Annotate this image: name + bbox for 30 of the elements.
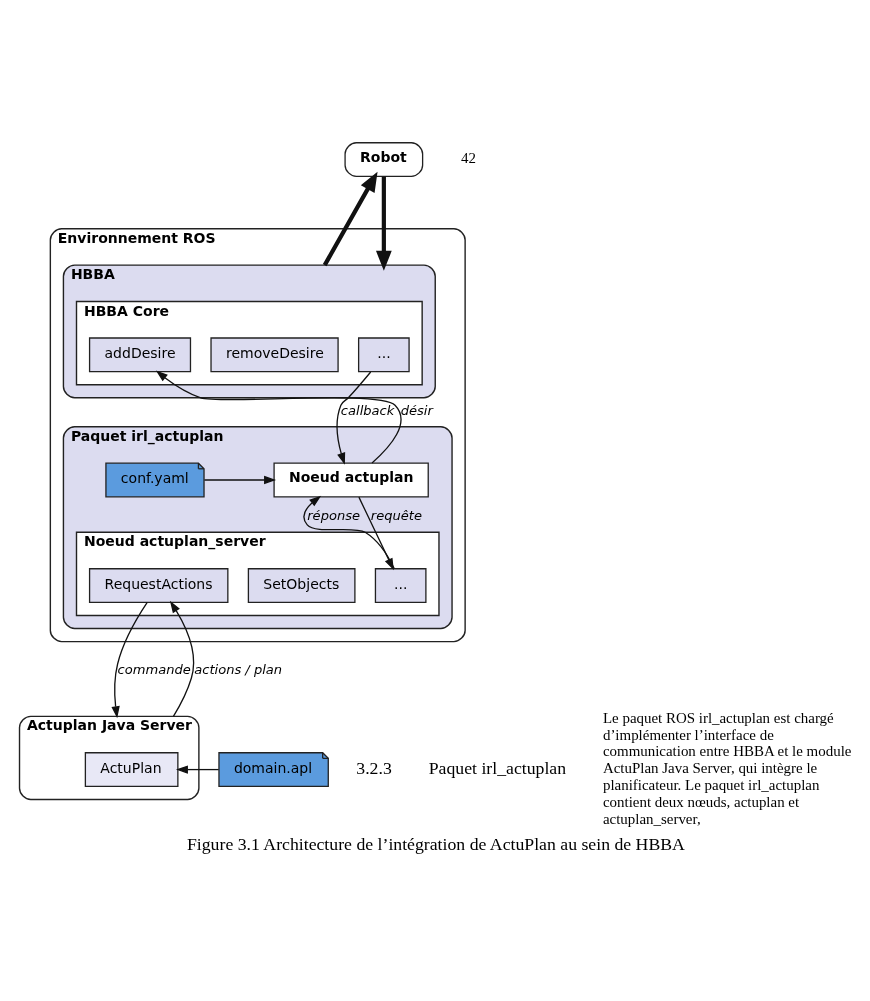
edge-label: désir [400, 402, 433, 418]
label: Paquet irl_actuplan [428, 757, 567, 778]
node-box: ... [357, 336, 410, 372]
arrow [336, 370, 372, 465]
arrow [155, 370, 402, 464]
arrow [376, 176, 392, 271]
label: 3.2.3 [356, 757, 392, 778]
arrow [303, 495, 395, 569]
node-box: ... [374, 567, 427, 603]
arrow [322, 171, 378, 266]
node-box: SetObjects [247, 567, 356, 603]
label: Le paquet ROS irl_actuplan est chargé d’implémenter l’interface de communication entre HBBA et le module ActuPlan Java Server, qui intègre le planificateur. Le paquet irl_actuplan contient deux nœuds, actuplan et actuplan_server, [602, 709, 852, 827]
node-box: addDesire [88, 336, 192, 372]
edge-label: callback [340, 402, 395, 418]
node-box: Robot [344, 141, 424, 177]
edge-label: commande [117, 661, 191, 677]
node-box: removeDesire [210, 336, 339, 372]
arrow [169, 600, 195, 717]
arrow [203, 475, 277, 484]
edge-label: actions / plan [194, 661, 283, 677]
label: 42 [460, 149, 476, 166]
node-box: ActuPlan [84, 751, 179, 787]
arrow [175, 764, 220, 774]
node-box: RequestActions [88, 567, 229, 603]
arrow [111, 601, 148, 718]
node-box: Noeud actuplan [273, 462, 429, 497]
edge-label: réponse [307, 507, 361, 523]
caption: Figure 3.1 Architecture de l’intégration de ActuPlan au sein de HBBA [186, 833, 685, 854]
edge-label: requête [370, 507, 422, 523]
arrow [358, 495, 394, 570]
